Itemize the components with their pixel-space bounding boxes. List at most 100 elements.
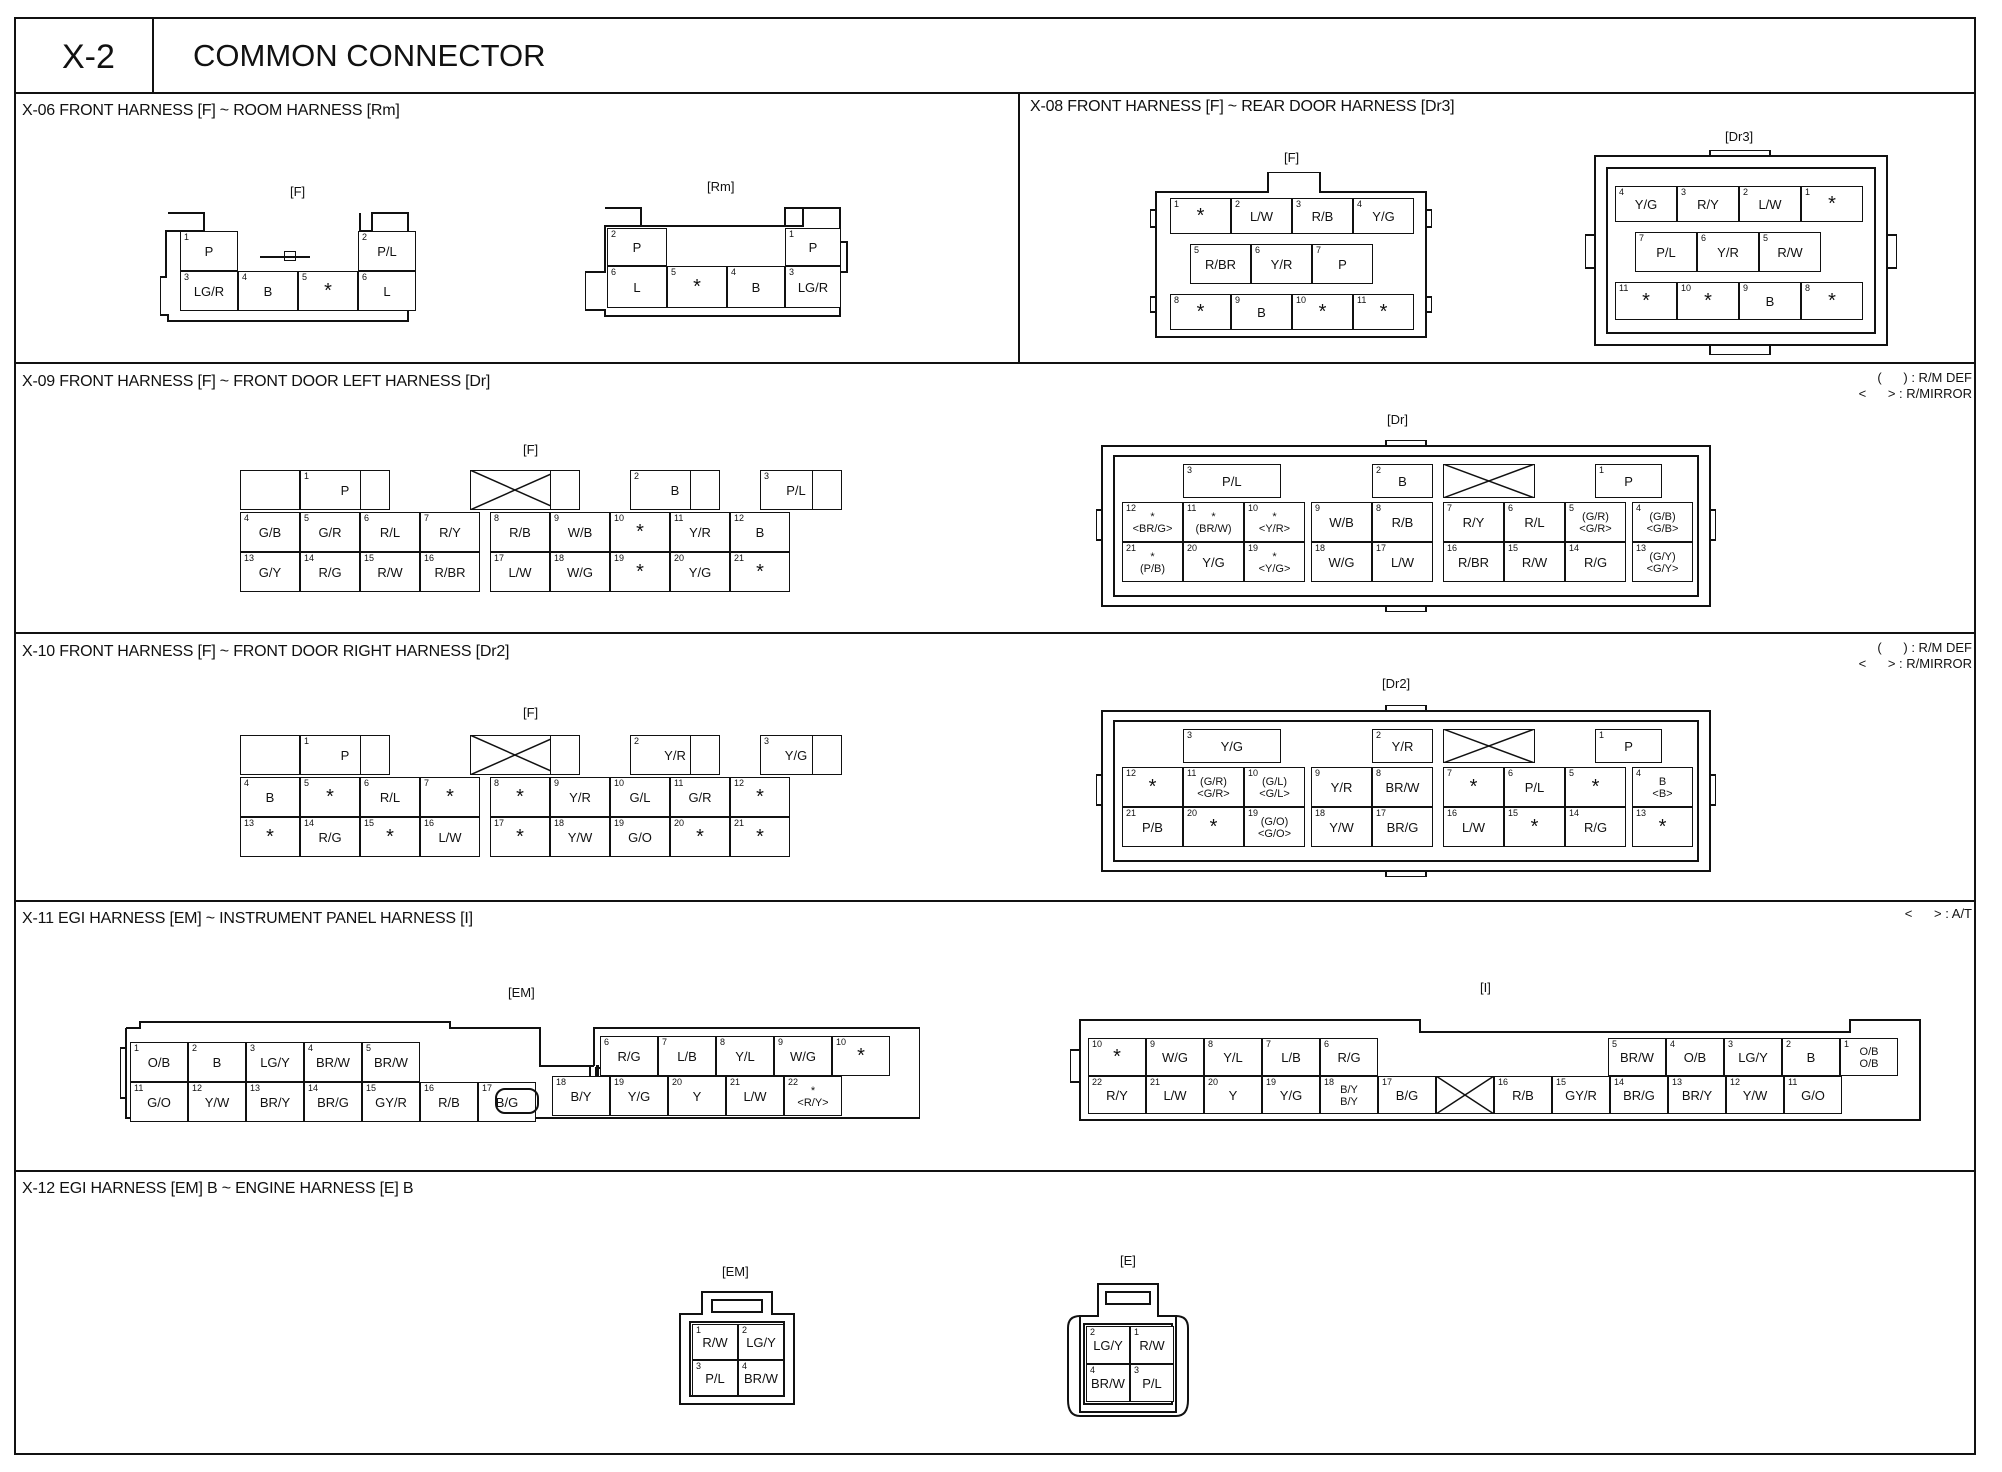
wire-color: R/Y — [1106, 1088, 1128, 1104]
wire-color: Y/W — [1329, 820, 1354, 836]
wire-color: * — [1196, 205, 1205, 228]
wire-color: (G/Y) <G/Y> — [1646, 551, 1679, 576]
pin-number: 6 — [364, 778, 370, 788]
pin-number: 12 — [192, 1083, 203, 1093]
wire-color: * — [266, 826, 274, 849]
wire-color: (G/B) <G/B> — [1646, 511, 1679, 536]
wire-color: * — [693, 276, 701, 299]
pin-number: 15 — [364, 553, 375, 563]
pin-number: 3 — [1728, 1039, 1734, 1049]
pin-number: 1 — [696, 1325, 702, 1335]
wire-color: Y/R — [1330, 780, 1353, 796]
wire-color: B — [265, 790, 275, 806]
sheet-code: X-2 — [62, 38, 115, 76]
connector-housing — [1067, 1283, 1189, 1417]
pin-number: 5 — [671, 267, 677, 277]
wire-color: O/B — [147, 1055, 171, 1071]
pin-number: 4 — [742, 1361, 748, 1371]
wire-color: Y — [692, 1089, 702, 1105]
wire-color: R/BR — [1457, 555, 1490, 571]
wire-color: W/G — [567, 565, 593, 581]
wire-color: P/L — [377, 244, 397, 260]
wire-color: B/G — [1395, 1088, 1419, 1104]
divider-line — [14, 362, 1976, 364]
connector-label-x08-dr3: [Dr3] — [1725, 129, 1754, 144]
pin-number: 21 — [734, 818, 745, 828]
wire-color: O/B O/B — [1859, 1046, 1879, 1071]
wire-color: R/L — [1524, 515, 1545, 531]
blank-cavity — [690, 470, 720, 510]
pin-number: 19 — [614, 553, 625, 563]
wire-color: BR/G — [1386, 820, 1419, 836]
pin-number: 3 — [250, 1043, 256, 1053]
pin-number: 6 — [1255, 245, 1261, 255]
blank-cavity — [240, 470, 300, 510]
wire-color: BR/W — [744, 1371, 778, 1387]
pin-number: 6 — [1701, 233, 1707, 243]
wire-color: * — [756, 826, 764, 849]
pin-number: 8 — [1208, 1039, 1214, 1049]
wire-color: G/R — [688, 790, 712, 806]
pin-number: 9 — [778, 1037, 784, 1047]
wire-color: * — [1379, 301, 1388, 324]
pin-number: 19 — [1248, 543, 1259, 553]
pin-number: 11 — [1187, 768, 1197, 778]
wire-color: W/G — [1162, 1050, 1188, 1066]
section-title-x10: X-10 FRONT HARNESS [F] ~ FRONT DOOR RIGH… — [22, 643, 510, 660]
connector-housing — [585, 207, 848, 317]
wire-color: R/B — [1311, 209, 1334, 225]
pin-number: 8 — [1805, 283, 1811, 293]
wire-color: R/G — [318, 565, 342, 581]
pin-cell: 21 * — [730, 817, 790, 857]
pin-cell: 5* — [298, 271, 358, 311]
divider-line — [152, 17, 154, 92]
wire-color: * — [636, 521, 644, 544]
legend-note-x10: ( ) : R/M DEF < > : R/MIRROR — [1858, 640, 1972, 671]
connector-label-x11-i: [I] — [1480, 980, 1491, 995]
pin-number: 16 — [424, 553, 435, 563]
pin-number: 14 — [304, 818, 315, 828]
pin-number: 7 — [1447, 503, 1453, 513]
connector-label-x10-dr2: [Dr2] — [1382, 676, 1411, 691]
pin-cell: 13(G/Y) <G/Y> — [1632, 542, 1693, 582]
wire-color: G/O — [628, 830, 652, 846]
pin-number: 5 — [366, 1043, 372, 1053]
blank-cavity — [470, 735, 560, 775]
pin-number: 18 — [1315, 543, 1326, 553]
wire-color: Y/R — [569, 790, 591, 806]
wire-color: BR/W — [1385, 780, 1420, 796]
pin-number: 10 — [1296, 295, 1307, 305]
wire-color: BR/G — [317, 1095, 349, 1111]
pin-number: 22 — [1092, 1077, 1103, 1087]
wire-color: * — [1469, 776, 1478, 799]
pin-number: 1 — [1844, 1039, 1850, 1049]
pin-number: 3 — [1296, 199, 1302, 209]
